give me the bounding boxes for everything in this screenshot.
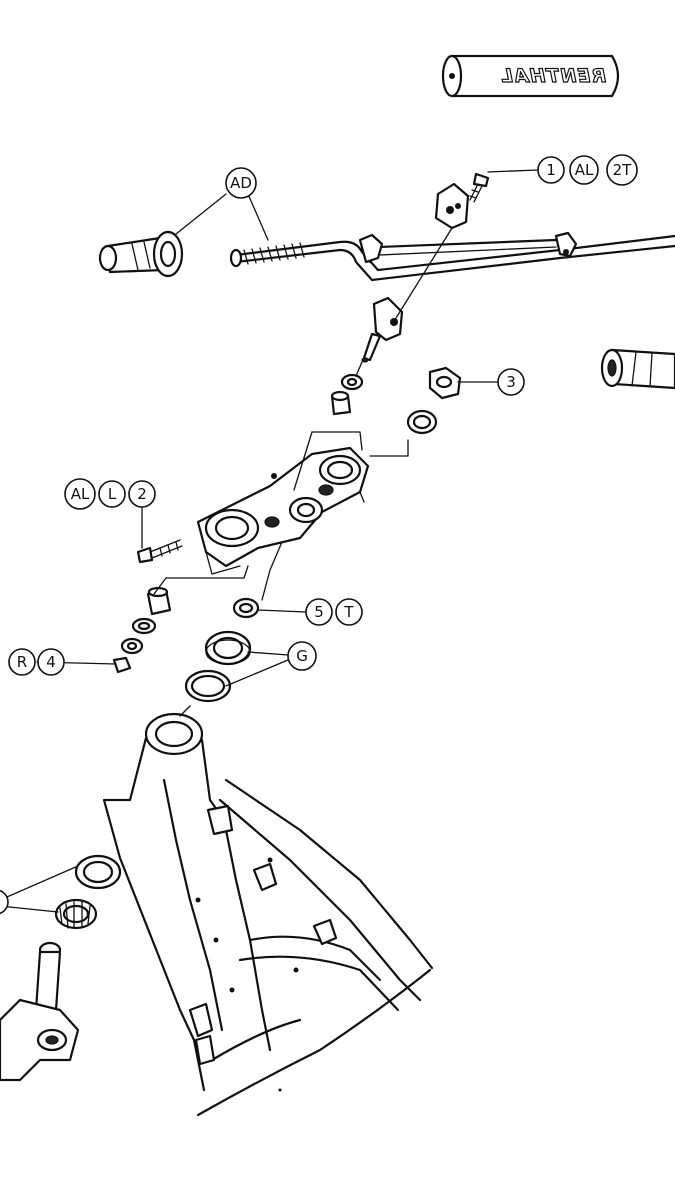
holder-bolt-1 [469, 172, 490, 203]
logo-text: RENTHAL [500, 65, 606, 87]
upper-washer [340, 373, 364, 391]
steering-stem [0, 941, 80, 1082]
lower-bearing [54, 898, 98, 930]
upper-race [184, 669, 232, 703]
ring-nut [232, 597, 260, 619]
leader-lines-bottom-left [0, 865, 79, 913]
callout-5-t: 5 T [305, 598, 363, 626]
lower-race [74, 854, 122, 890]
callout-t-label: T [343, 603, 354, 621]
callout-1-al-2t: 1 AL 2T [537, 154, 638, 186]
callout-2t-label: 2T [613, 161, 633, 179]
callout-5-label: 5 [314, 603, 324, 621]
callout-g-label: G [296, 647, 308, 665]
callout-al-label: AL [575, 161, 594, 179]
callout-ad-label: AD [230, 174, 252, 192]
callout-partial-left-edge [0, 889, 9, 915]
callout-4-label: 4 [46, 653, 56, 671]
callout-3-label: 3 [506, 373, 516, 391]
renthal-grip-logo: RENTHAL [441, 54, 620, 98]
handlebar [229, 231, 675, 282]
callout-l-label: L [108, 485, 117, 503]
left-grip [98, 230, 184, 278]
callout-2-label: 2 [137, 485, 147, 503]
handlebar-grip-knurl [229, 242, 305, 268]
flat-washer [406, 409, 438, 435]
callout-ad: AD [225, 167, 257, 199]
lower-nut [112, 656, 132, 674]
upper-bracket [196, 446, 370, 575]
leader-lines [36, 169, 539, 717]
lower-washer-1 [131, 617, 157, 635]
bracket-pinch-bolt [136, 539, 183, 564]
handlebar-holder-lower [361, 296, 404, 363]
frame [102, 712, 434, 1117]
callout-r-label: R [17, 653, 27, 671]
upper-collar [330, 390, 352, 416]
lower-collar [146, 586, 172, 616]
callout-g: G [287, 641, 317, 671]
callout-1-label: 1 [546, 161, 556, 179]
right-grip [600, 348, 675, 390]
callout-3: 3 [497, 368, 525, 396]
callout-al-l-2: AL L 2 [64, 478, 156, 510]
lower-washer-2 [120, 637, 144, 655]
callout-r-4: R 4 [8, 648, 65, 676]
callout-al-label-2: AL [71, 485, 90, 503]
handlebar-holder-upper [434, 182, 470, 230]
upper-bearing [204, 630, 252, 666]
steering-nut [428, 366, 462, 400]
